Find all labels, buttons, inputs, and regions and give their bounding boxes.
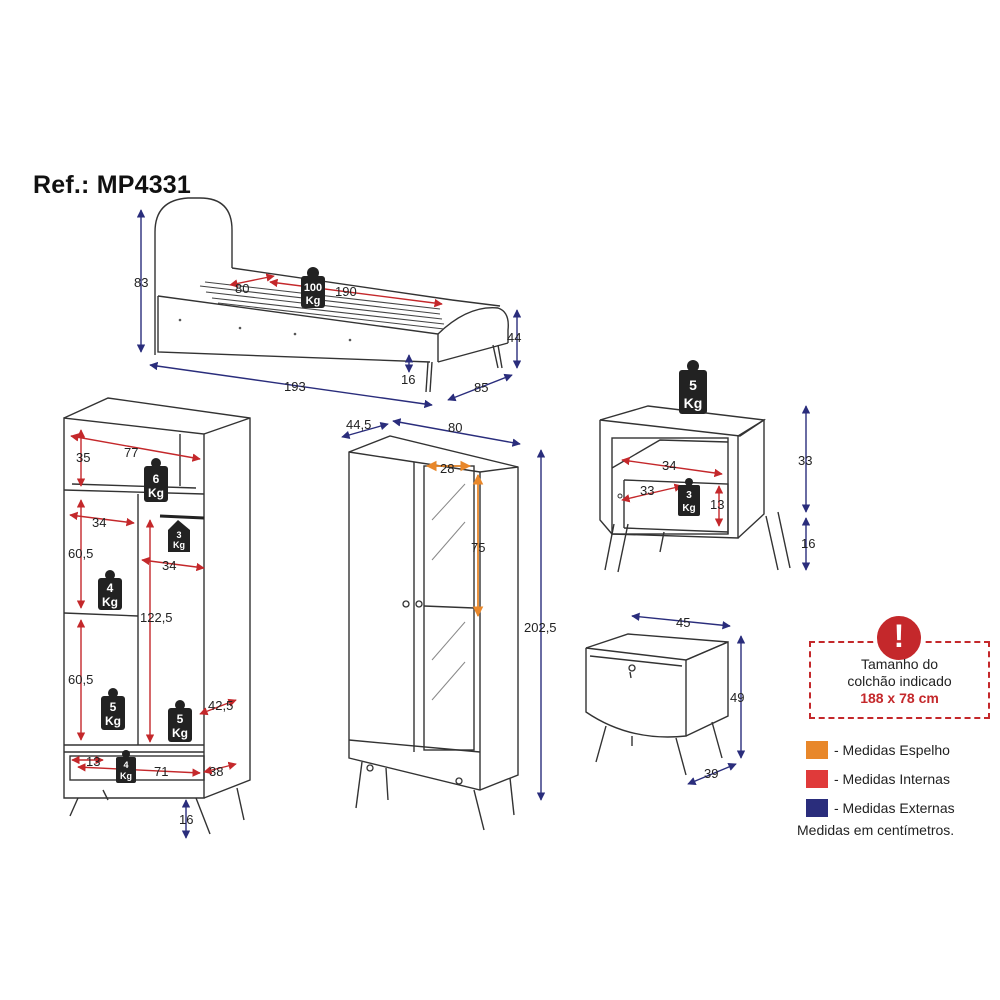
svg-text:6: 6 — [153, 472, 160, 486]
svg-text:Kg: Kg — [105, 714, 121, 728]
nightstand-interior-width-label: 34 — [662, 458, 676, 473]
nightstand-depth-label: 39 — [704, 766, 718, 781]
legend-swatch-mirror — [806, 740, 828, 759]
legend-label-internal: - Medidas Internas — [834, 770, 950, 787]
wardrobe-width-label: 80 — [448, 420, 462, 435]
weight-tag-5kg-left: 5 Kg — [101, 688, 125, 730]
weight-tag-nightstand-top: 5 Kg — [679, 360, 707, 414]
mirror-height-label: 75 — [471, 540, 485, 555]
wardrobe-interior-depth-label: 42,5 — [208, 698, 233, 713]
svg-text:100: 100 — [304, 282, 322, 294]
weight-tag-3kg-hanger: 3 Kg — [168, 520, 190, 552]
wardrobe-lower-shelf-height-label: 60,5 — [68, 672, 93, 687]
bed-leg-height-label: 16 — [401, 372, 415, 387]
nightstand-body-height-label: 33 — [798, 453, 812, 468]
mirror-width-label: 28 — [440, 461, 454, 476]
svg-text:Kg: Kg — [102, 595, 118, 609]
nightstand-drawer-depth-label: 33 — [640, 483, 654, 498]
weight-tag-4kg-shelf: 4 Kg — [98, 570, 122, 610]
wardrobe-drawer-depth-label: 38 — [209, 764, 223, 779]
nightstand-leg-height-label: 16 — [801, 536, 815, 551]
legend: - Medidas Espelho - Medidas Internas - M… — [806, 735, 955, 822]
wardrobe-shelf-height-label: 60,5 — [68, 546, 93, 561]
legend-label-mirror: - Medidas Espelho — [834, 741, 950, 758]
nightstand-closed-drawing: 45 49 39 — [585, 612, 746, 785]
bed-leg — [492, 344, 499, 369]
svg-text:Kg: Kg — [306, 295, 321, 307]
legend-item-mirror: - Medidas Espelho — [806, 735, 955, 764]
svg-text:Kg: Kg — [682, 503, 695, 514]
nightstand-drawer-height-label: 13 — [710, 497, 724, 512]
wardrobe-depth-label: 44,5 — [346, 417, 371, 432]
svg-text:Kg: Kg — [120, 771, 132, 781]
warning-line2: colchão indicado — [847, 673, 952, 689]
weight-tag-6kg: 6 Kg — [144, 458, 168, 502]
bed-height-label: 83 — [134, 275, 148, 290]
weight-tag-4kg-drawer: 4 Kg — [116, 750, 136, 783]
bed-leg — [425, 361, 429, 393]
mattress-warning-text: Tamanho do colchão indicado 188 x 78 cm — [809, 656, 990, 707]
bed-depth-label: 85 — [474, 380, 488, 395]
nightstand-height-label: 49 — [730, 690, 744, 705]
nightstand-open-drawing: 34 33 13 33 16 5 Kg 3 Kg — [599, 360, 815, 573]
svg-text:5: 5 — [177, 712, 184, 726]
wardrobe-hanger-height-label: 122,5 — [140, 610, 173, 625]
svg-text:Kg: Kg — [172, 726, 188, 740]
warning-line1: Tamanho do — [860, 656, 939, 672]
legend-swatch-external — [806, 798, 828, 817]
units-footnote: Medidas em centímetros. — [797, 822, 955, 838]
wardrobe-drawer-width-label: 71 — [154, 764, 168, 779]
wardrobe-drawing: 44,5 80 28 75 202,5 — [341, 417, 557, 831]
svg-text:4: 4 — [123, 760, 128, 770]
wardrobe-drawer-height-label: 13 — [86, 754, 100, 769]
bed-headboard — [154, 197, 233, 355]
legend-swatch-internal — [806, 769, 828, 788]
svg-text:Kg: Kg — [173, 540, 185, 550]
bed-drawing: 83 80 190 44 16 193 85 100 Kg — [134, 197, 521, 409]
nightstand-width-label: 45 — [676, 615, 690, 630]
wardrobe-interior-drawing: 77 35 34 60,5 34 122,5 60,5 13 71 42,5 3… — [63, 397, 251, 839]
svg-text:Kg: Kg — [148, 486, 164, 500]
wardrobe-leg-height-label: 16 — [179, 812, 193, 827]
svg-text:3: 3 — [176, 530, 181, 540]
svg-text:4: 4 — [107, 581, 114, 595]
reference-title: Ref.: MP4331 — [33, 171, 192, 199]
wardrobe-hanger-width-label: 34 — [162, 558, 176, 573]
weight-tag-bed: 100 Kg — [301, 267, 325, 308]
wardrobe-top-compartment-label: 35 — [76, 450, 90, 465]
weight-tag-5kg-right: 5 Kg — [168, 700, 192, 742]
legend-item-external: - Medidas Externas — [806, 793, 955, 822]
legend-item-internal: - Medidas Internas — [806, 764, 955, 793]
bed-length-internal-label: 190 — [335, 284, 357, 299]
wardrobe-height-label: 202,5 — [524, 620, 557, 635]
svg-text:5: 5 — [110, 700, 117, 714]
exclamation-icon: ! — [873, 612, 925, 664]
svg-text:5: 5 — [689, 377, 697, 393]
weight-tag-nightstand-drawer: 3 Kg — [678, 478, 700, 516]
legend-label-external: - Medidas Externas — [834, 799, 955, 816]
svg-text:Kg: Kg — [684, 395, 703, 411]
warning-mattress-size: 188 x 78 cm — [860, 690, 939, 706]
wardrobe-shelf-width-label: 34 — [92, 515, 106, 530]
bed-width-internal-label: 80 — [235, 281, 249, 296]
wardrobe-interior-width-label: 77 — [124, 445, 138, 460]
svg-text:3: 3 — [686, 490, 692, 501]
bed-length-label: 193 — [284, 379, 306, 394]
bed-footboard-height-label: 44 — [507, 330, 521, 345]
